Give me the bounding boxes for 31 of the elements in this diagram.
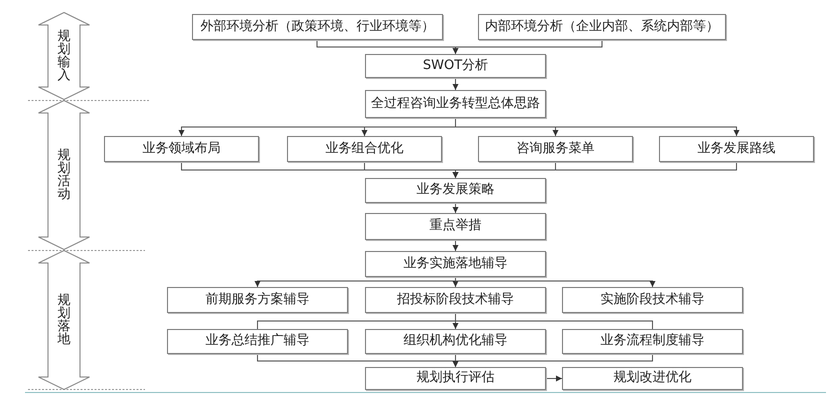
arrow bbox=[452, 354, 653, 368]
process-box: 全过程咨询业务转型总体思路 bbox=[365, 90, 546, 118]
process-box: 业务领域布局 bbox=[104, 136, 259, 162]
phase-band: 规划活动 bbox=[38, 100, 90, 250]
arrow bbox=[452, 78, 458, 90]
process-box: 招投标阶段技术辅导 bbox=[365, 287, 546, 313]
process-box: 重点举措 bbox=[365, 213, 546, 240]
process-box: 业务组合优化 bbox=[287, 136, 442, 162]
process-box: 业务发展路线 bbox=[659, 136, 814, 162]
process-box: 咨询服务菜单 bbox=[478, 136, 633, 162]
arrow bbox=[452, 240, 458, 252]
phase-band: 规划输入 bbox=[38, 12, 90, 100]
arrow bbox=[455, 118, 740, 136]
process-box: 业务流程制度辅导 bbox=[562, 329, 743, 354]
arrow bbox=[452, 40, 602, 54]
arrow bbox=[455, 276, 656, 288]
process-box: 外部环境分析（政策环境、行业环境等） bbox=[192, 14, 443, 40]
process-box: 实施阶段技术辅导 bbox=[562, 287, 743, 313]
process-box: 规划执行评估 bbox=[365, 367, 546, 390]
arrow bbox=[452, 202, 458, 214]
process-box: 业务发展策略 bbox=[365, 178, 546, 203]
arrow bbox=[452, 162, 737, 178]
process-box: 组织机构优化辅导 bbox=[365, 329, 546, 354]
process-box: 业务总结推广辅导 bbox=[167, 329, 348, 354]
process-box: SWOT分析 bbox=[365, 54, 546, 78]
process-box: 内部环境分析（企业内部、系统内部等） bbox=[478, 14, 726, 40]
phase-band: 规划落地 bbox=[38, 250, 90, 390]
process-box: 前期服务方案辅导 bbox=[167, 287, 348, 313]
process-box: 业务实施落地辅导 bbox=[365, 251, 546, 277]
process-box: 规划改进优化 bbox=[562, 367, 743, 390]
arrow bbox=[546, 376, 562, 382]
